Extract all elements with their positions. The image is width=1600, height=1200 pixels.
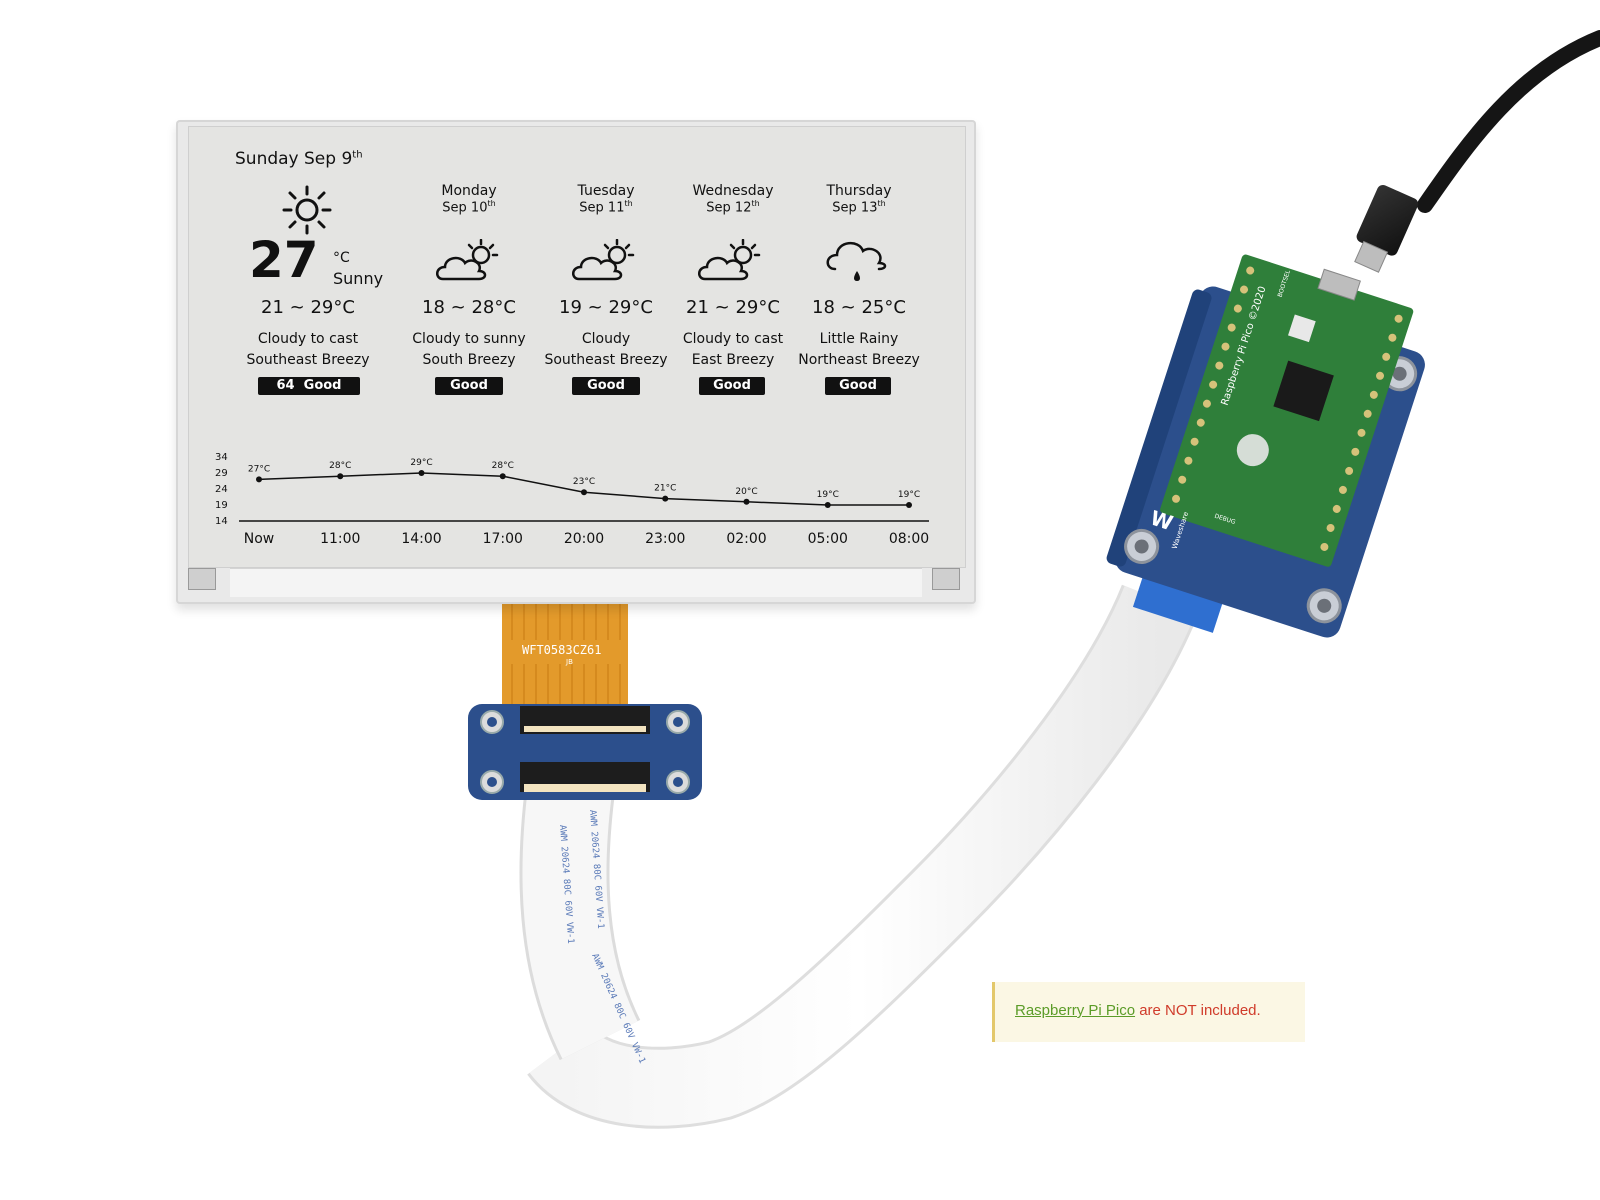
data-point	[581, 489, 587, 496]
x-tick-label: 17:00	[483, 531, 523, 547]
today-aqi-badge: 64 Good	[258, 377, 360, 395]
data-label: 23°C	[573, 477, 595, 487]
pico-link[interactable]: Raspberry Pi Pico	[1015, 1002, 1136, 1019]
fpc-label: WFT0583CZ61	[522, 643, 601, 657]
fpc-sublabel: JB	[565, 658, 573, 666]
partly-cloudy-icon	[572, 239, 635, 281]
adapter-board	[468, 704, 702, 800]
tuesday-range: 19 ~ 29°C	[559, 297, 653, 318]
y-tick-label: 29	[215, 468, 228, 479]
panel-bezel	[230, 568, 922, 597]
partly-cloudy-icon	[698, 239, 761, 281]
data-point	[824, 502, 831, 508]
x-tick-label: 14:00	[401, 531, 441, 547]
y-tick-label: 14	[215, 516, 228, 527]
rain-cloud-icon	[826, 242, 887, 281]
data-label: 27°C	[248, 464, 270, 474]
x-tick-label: 05:00	[808, 531, 848, 547]
data-point	[499, 473, 506, 480]
data-label: 20°C	[735, 487, 757, 497]
x-tick-label: 02:00	[726, 531, 766, 547]
usb-cable	[1417, 30, 1600, 213]
data-label: 28°C	[492, 461, 514, 471]
data-point	[662, 495, 669, 502]
current-date: Sunday Sep 9th	[235, 149, 363, 169]
thursday-range: 18 ~ 25°C	[812, 297, 906, 318]
panel-corner-pad-right	[932, 568, 960, 590]
x-tick-label: 08:00	[889, 531, 929, 547]
data-label: 21°C	[654, 484, 676, 494]
current-condition: Sunny	[333, 269, 384, 288]
y-tick-label: 19	[215, 500, 228, 511]
usb-connector	[1354, 184, 1419, 273]
y-tick-label: 34	[215, 452, 228, 463]
data-label: 29°C	[410, 458, 432, 468]
panel-corner-pad-left	[188, 568, 216, 590]
current-temperature: 27	[249, 231, 319, 289]
epaper-screen: Sunday Sep 9th 27 °C Sunny 21 ~ 29°C Clo…	[188, 126, 966, 568]
x-tick-label: 11:00	[320, 531, 360, 547]
data-label: 19°C	[898, 490, 920, 500]
monday-range: 18 ~ 28°C	[422, 297, 516, 318]
data-point	[337, 473, 344, 480]
x-tick-label: 23:00	[645, 531, 685, 547]
pico-hat: Raspberry Pi Pico ©2020 BOOTSEL DEBUG Wa…	[1106, 254, 1425, 638]
x-tick-label: 20:00	[564, 531, 604, 547]
wednesday-range: 21 ~ 29°C	[686, 297, 780, 318]
data-point	[418, 470, 425, 476]
sun-icon	[282, 185, 332, 235]
data-point	[743, 498, 750, 505]
data-point	[906, 502, 912, 508]
notice-text: are NOT included.	[1135, 1002, 1261, 1019]
epaper-panel: Sunday Sep 9th 27 °C Sunny 21 ~ 29°C Clo…	[176, 120, 976, 604]
notice-box: Raspberry Pi Pico are NOT included.	[992, 982, 1305, 1042]
monday-badge: Good	[435, 377, 503, 395]
wednesday-badge: Good	[699, 377, 765, 395]
y-tick-label: 24	[215, 484, 228, 495]
today-range: 21 ~ 29°C	[261, 297, 355, 318]
x-tick-label: Now	[244, 531, 275, 547]
thursday-badge: Good	[825, 377, 891, 395]
data-point	[256, 476, 262, 483]
data-label: 28°C	[329, 461, 351, 471]
temperature-unit: °C	[333, 250, 350, 266]
partly-cloudy-icon	[436, 239, 499, 281]
tuesday-badge: Good	[572, 377, 640, 395]
temperature-chart: 34 29 24 19 14 27°C 28°C 29°C 28°C 23°C 21°C 20°C 1…	[215, 452, 929, 547]
data-label: 19°C	[817, 490, 839, 500]
